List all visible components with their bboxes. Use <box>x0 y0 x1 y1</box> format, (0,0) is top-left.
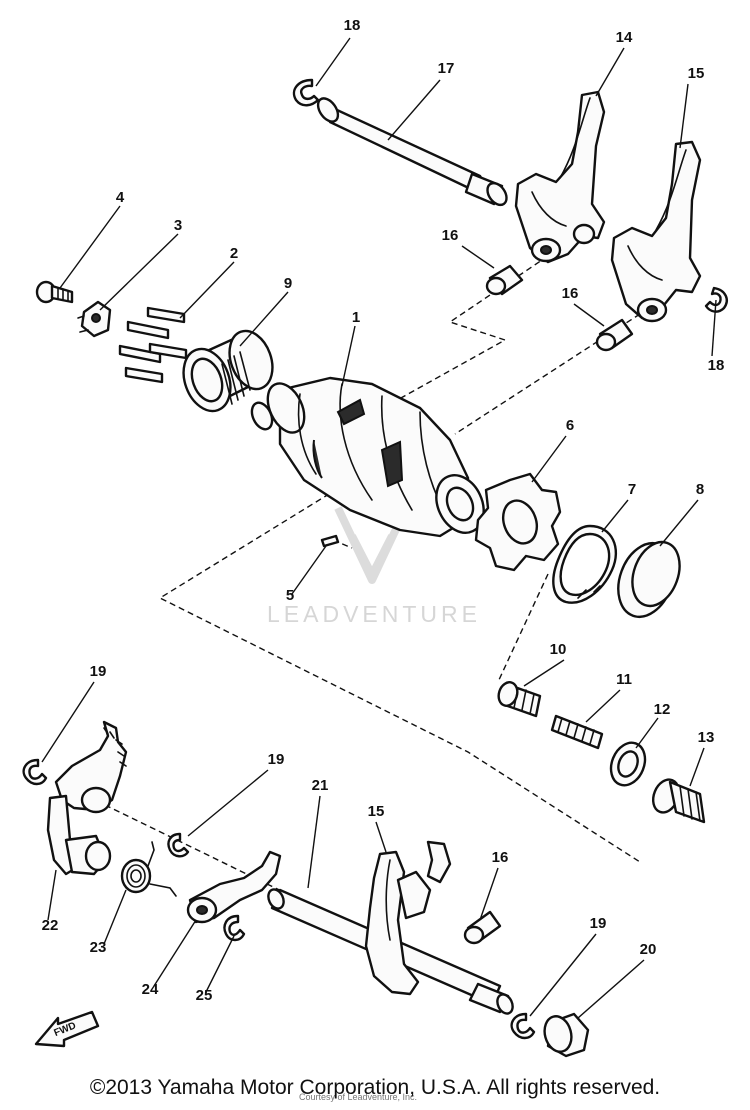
guide-line-drum-to-shaft <box>158 477 641 863</box>
segment-3 <box>77 300 112 338</box>
guide-pin-16a <box>485 264 524 296</box>
shift-lever-22 <box>46 720 128 876</box>
callout-c21: 21 <box>312 777 329 794</box>
shift-fork-14 <box>514 90 606 264</box>
callout-c19b: 19 <box>268 751 285 768</box>
stopper-plate-6 <box>474 472 562 572</box>
copyright-notice: ©2013 Yamaha Motor Corporation, U.S.A. A… <box>89 1076 661 1099</box>
guide-pin-16b <box>595 318 634 352</box>
shift-drum-1 <box>250 376 485 538</box>
shift-fork-15-upper <box>610 140 702 323</box>
circlip-19-left <box>22 758 48 786</box>
callout-c14: 14 <box>616 29 633 46</box>
callout-c8: 8 <box>696 481 704 498</box>
callout-c16c: 16 <box>492 849 509 866</box>
callout-c20: 20 <box>640 941 657 958</box>
stopper-10 <box>497 681 542 718</box>
watermark-text: LEADVENTURE <box>267 601 481 627</box>
guide-line-16b-to-drum <box>454 313 641 435</box>
spring-23 <box>120 841 177 897</box>
callout-c7: 7 <box>628 481 636 498</box>
callout-c16a: 16 <box>442 227 459 244</box>
callout-c23: 23 <box>90 939 107 956</box>
circlip-25 <box>223 914 246 942</box>
pin-5 <box>320 534 340 548</box>
callout-c15b: 15 <box>368 803 385 820</box>
callout-c18b: 18 <box>708 357 725 374</box>
leadventure-watermark: LEADVENTURE <box>267 506 481 627</box>
plug-bolt-13 <box>651 778 706 824</box>
leader-lines <box>41 37 717 1019</box>
callout-c13: 13 <box>698 729 715 746</box>
callout-c18a: 18 <box>344 17 361 34</box>
callout-c17: 17 <box>438 60 455 77</box>
pins-2 <box>118 306 188 384</box>
callout-c10: 10 <box>550 641 567 658</box>
spring-11 <box>550 714 604 750</box>
callout-c12: 12 <box>654 701 671 718</box>
callout-c16b: 16 <box>562 285 579 302</box>
callout-c9: 9 <box>284 275 292 292</box>
callout-c1: 1 <box>352 309 360 326</box>
cap-8 <box>617 540 681 618</box>
leadventure-logo-mark <box>334 506 410 584</box>
shift-fork-15-lower <box>364 840 452 996</box>
callout-c2: 2 <box>230 245 238 262</box>
callout-c25: 25 <box>196 987 213 1004</box>
callout-c5: 5 <box>286 587 294 604</box>
leadventure-credit: Courtesy of Leadventure, Inc. <box>299 1092 417 1102</box>
forward-arrow-icon: FWD <box>34 1010 100 1048</box>
callout-c6: 6 <box>566 417 574 434</box>
callout-c24: 24 <box>142 981 159 998</box>
circlip-19-mid <box>167 832 190 858</box>
cap-20 <box>543 1012 590 1058</box>
circlip-19-right <box>510 1012 536 1040</box>
circlip-7 <box>552 524 617 604</box>
callout-c19a: 19 <box>90 663 107 680</box>
circlip-18-upper <box>292 78 320 107</box>
circlip-18-lower <box>704 286 728 313</box>
callout-c3: 3 <box>174 217 182 234</box>
guide-pin-16c <box>463 910 502 945</box>
callout-c15a: 15 <box>688 65 705 82</box>
callout-c19c: 19 <box>590 915 607 932</box>
guide-line-stopper <box>497 573 549 683</box>
shift-arm-24 <box>186 850 282 924</box>
screw-4 <box>35 280 74 304</box>
callout-c4: 4 <box>116 189 125 206</box>
callout-c22: 22 <box>42 917 59 934</box>
callout-c11: 11 <box>616 671 632 688</box>
fork-guide-bar-17 <box>316 97 508 207</box>
washer-12 <box>609 741 647 787</box>
